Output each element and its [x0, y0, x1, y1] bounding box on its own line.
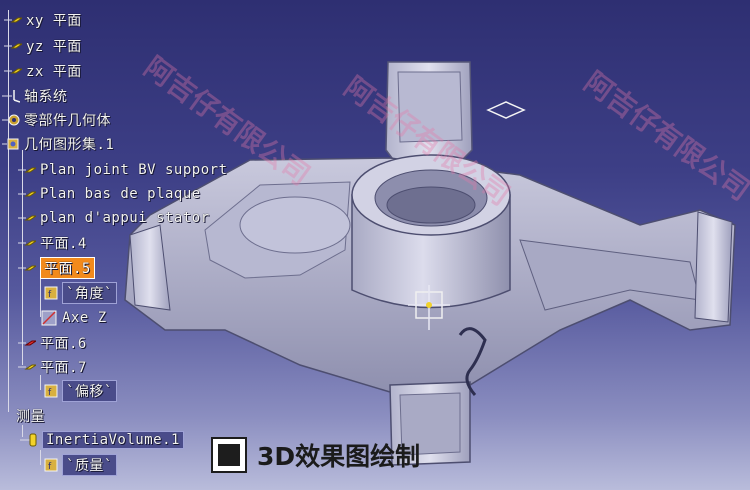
- caption: 3D效果图绘制: [211, 433, 421, 477]
- tree-item-label: 测量: [16, 409, 45, 425]
- axis-system-icon: [2, 90, 20, 103]
- tree-item-label: `偏移`: [62, 380, 117, 402]
- tree-item-label: 平面.6: [40, 336, 87, 352]
- tree-item-plan-joint[interactable]: Plan joint BV support: [18, 160, 228, 180]
- geometric-set-icon: [2, 138, 19, 150]
- tree-item-label: 几何图形集.1: [24, 137, 115, 153]
- tree-item-inertia-volume[interactable]: InertiaVolume.1: [20, 430, 184, 450]
- svg-text:f: f: [48, 388, 52, 398]
- svg-text:f: f: [48, 290, 52, 300]
- tree-item-axis-system[interactable]: 轴系统: [2, 86, 68, 106]
- tree-item-zx-plane[interactable]: zx 平面: [4, 61, 82, 81]
- gear-icon: [2, 114, 20, 126]
- tree-item-angle-param[interactable]: f `角度`: [40, 282, 117, 304]
- plane-icon: [18, 167, 36, 173]
- tree-item-label: Plan bas de plaque: [40, 186, 201, 202]
- tree-item-plane-6[interactable]: 平面.6: [18, 333, 87, 353]
- tree-item-yz-plane[interactable]: yz 平面: [4, 36, 82, 56]
- parameter-icon: f: [44, 458, 58, 472]
- tree-item-label: 平面.5: [40, 257, 95, 279]
- tree-item-measure[interactable]: 测量: [4, 406, 45, 426]
- tree-item-label: 平面.4: [40, 236, 87, 252]
- plane-icon: [18, 215, 36, 221]
- plane-marker-icon: [486, 101, 526, 119]
- tree-item-axe-z[interactable]: Axe Z: [40, 308, 107, 328]
- parameter-icon: f: [44, 286, 58, 300]
- tree-item-label: yz 平面: [26, 39, 82, 55]
- compass-axis-icon[interactable]: [408, 285, 450, 330]
- plane-icon: [4, 68, 22, 74]
- branch-connector: [4, 408, 12, 424]
- tree-item-label: Axe Z: [62, 310, 107, 326]
- tree-item-offset-param[interactable]: f `偏移`: [40, 380, 117, 402]
- tree-item-label: zx 平面: [26, 64, 82, 80]
- plane-icon: [18, 240, 36, 246]
- plane-icon: [18, 265, 36, 271]
- tree-item-label: InertiaVolume.1: [42, 431, 184, 449]
- tree-item-plane-4[interactable]: 平面.4: [18, 233, 87, 253]
- plane-icon: [18, 364, 36, 370]
- specification-tree[interactable]: xy 平面 yz 平面 zx 平面 轴系统 零部件几何体 几何图形集.1 Pla…: [0, 0, 260, 490]
- tree-item-mass-param[interactable]: f `质量`: [40, 454, 117, 476]
- tree-item-label: 零部件几何体: [24, 113, 111, 129]
- tree-item-geometric-set[interactable]: 几何图形集.1: [2, 134, 114, 154]
- svg-text:f: f: [48, 462, 52, 472]
- tree-item-label: xy 平面: [26, 13, 82, 29]
- plane-icon: [4, 43, 22, 49]
- line-icon: [41, 310, 57, 326]
- tree-item-label: `角度`: [62, 282, 117, 304]
- tree-item-xy-plane[interactable]: xy 平面: [4, 10, 82, 30]
- plane-icon: [4, 17, 22, 23]
- plane-red-icon: [18, 340, 36, 346]
- tree-item-plane-5[interactable]: 平面.5: [18, 257, 95, 279]
- measure-icon: [20, 433, 37, 447]
- caption-text: 3D效果图绘制: [257, 442, 421, 471]
- tree-item-label: 平面.7: [40, 360, 87, 376]
- tree-item-label: Plan joint BV support: [40, 162, 228, 178]
- tree-item-label: `质量`: [62, 454, 117, 476]
- parameter-icon: f: [44, 384, 58, 398]
- plane-icon: [18, 191, 36, 197]
- tree-item-part-body[interactable]: 零部件几何体: [2, 110, 111, 130]
- tree-item-label: 轴系统: [24, 89, 68, 105]
- tree-item-plane-7[interactable]: 平面.7: [18, 357, 87, 377]
- tree-item-label: plan d'appui stator: [40, 210, 210, 226]
- tree-item-plan-bas[interactable]: Plan bas de plaque: [18, 184, 201, 204]
- square-bullet-icon: [211, 437, 247, 473]
- tree-item-plan-appui[interactable]: plan d'appui stator: [18, 208, 210, 228]
